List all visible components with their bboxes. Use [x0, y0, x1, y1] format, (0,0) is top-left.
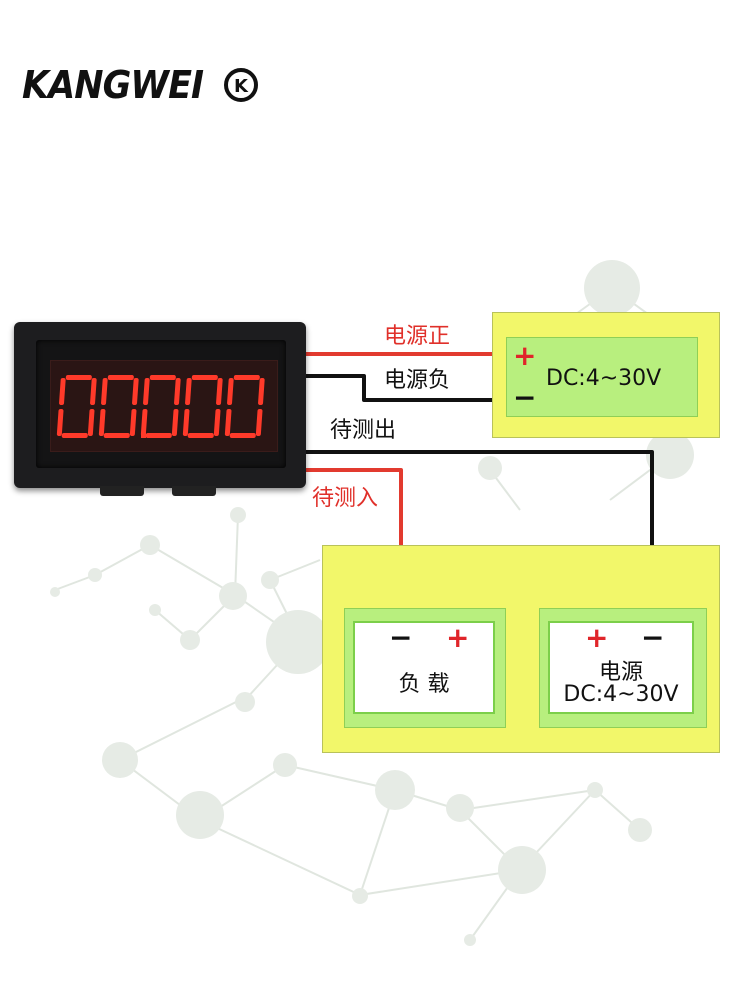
digit	[224, 375, 265, 438]
digit-segment	[191, 375, 218, 380]
power-plus-sign: +	[585, 621, 609, 654]
digit-segment	[98, 409, 106, 436]
svg-text:K: K	[234, 76, 249, 97]
digit-segment	[258, 378, 265, 405]
digit	[56, 375, 97, 438]
digit-segment	[182, 409, 190, 436]
digit-segment	[140, 409, 148, 436]
brand-logo: KANGWEI K	[22, 62, 259, 108]
meter-supply-plus-sign: +	[513, 339, 537, 372]
digit-segment	[90, 378, 97, 405]
brand-logo-mark-icon: K	[223, 68, 258, 102]
digit	[140, 375, 181, 438]
digit-segment	[145, 433, 172, 438]
digit-segment	[61, 433, 88, 438]
digit-segment	[101, 378, 108, 405]
digit-segment	[229, 433, 256, 438]
label-supply-negative: 电源负	[384, 368, 451, 393]
digit-segment	[171, 409, 179, 436]
digit-segment	[227, 378, 234, 405]
digit-segment	[187, 433, 214, 438]
digit-segment	[233, 375, 260, 380]
brand-logo-text: KANGWEI	[22, 63, 204, 107]
digit-segment	[87, 409, 95, 436]
load-minus-sign: −	[389, 621, 413, 654]
digit	[98, 375, 139, 438]
digit-segment	[213, 409, 221, 436]
power-minus-sign: −	[641, 621, 665, 654]
digit-segment	[129, 409, 137, 436]
label-measure-out: 待测出	[330, 418, 397, 443]
power-label: 电源	[598, 660, 643, 685]
meter-clip-left	[100, 486, 144, 496]
load-screen	[353, 621, 495, 714]
digit-segment	[174, 378, 181, 405]
digit-segment	[185, 378, 192, 405]
power-spec: DC:4~30V	[563, 682, 679, 707]
label-supply-positive: 电源正	[384, 324, 451, 349]
label-measure-in: 待测入	[312, 486, 379, 511]
meter-supply-minus-sign: −	[513, 381, 537, 414]
digit-segment	[255, 409, 263, 436]
meter-digits	[56, 375, 265, 438]
digit-segment	[143, 378, 150, 405]
digit-segment	[216, 378, 223, 405]
digit-segment	[59, 378, 66, 405]
digit	[182, 375, 223, 438]
meter-supply-panel	[506, 337, 698, 417]
digit-segment	[103, 433, 130, 438]
meter-display	[50, 360, 278, 452]
digit-segment	[56, 409, 64, 436]
wire-supply-negative	[300, 374, 494, 402]
digit-segment	[107, 375, 134, 380]
meter-clip-right	[172, 486, 216, 496]
digit-segment	[224, 409, 232, 436]
digit-segment	[132, 378, 139, 405]
power-screen	[548, 621, 694, 714]
digit-segment	[149, 375, 176, 380]
meter-supply-label: DC:4~30V	[546, 366, 662, 391]
load-label: 负 载	[398, 672, 450, 697]
digit-segment	[65, 375, 92, 380]
load-plus-sign: +	[446, 621, 470, 654]
